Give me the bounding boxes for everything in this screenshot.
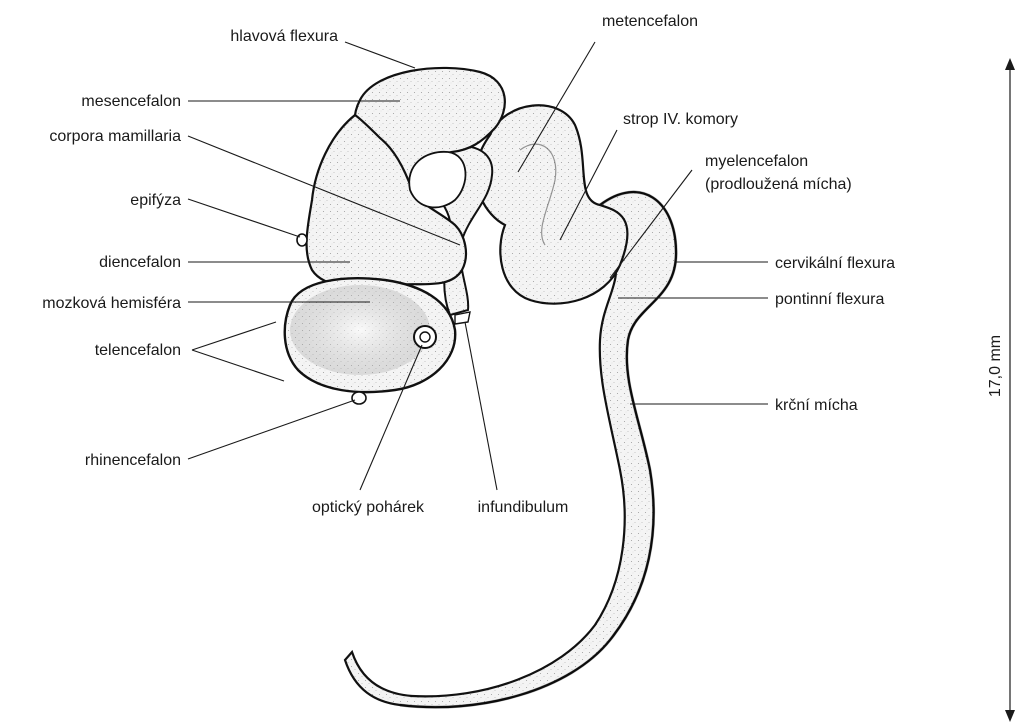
label-diencefalon: diencefalon bbox=[99, 254, 181, 271]
label-infundibulum: infundibulum bbox=[478, 499, 569, 516]
label-myelencefalon-sub: (prodloužená mícha) bbox=[705, 176, 852, 193]
label-telencefalon: telencefalon bbox=[95, 342, 181, 359]
brain-drawing bbox=[285, 68, 676, 707]
label-opticky-poharek: optický pohárek bbox=[312, 499, 425, 516]
label-strop-iv-komory: strop IV. komory bbox=[623, 111, 738, 128]
label-mozkova-hemisfera: mozková hemisféra bbox=[42, 295, 181, 312]
label-cervikalni-flexura: cervikální flexura bbox=[775, 255, 895, 272]
epiphysis-shape bbox=[297, 234, 307, 246]
rhinencephalon-shape bbox=[352, 392, 366, 404]
scale-bar: 17,0 mm bbox=[987, 58, 1015, 722]
label-pontinni-flexura: pontinní flexura bbox=[775, 291, 885, 308]
label-mesencefalon: mesencefalon bbox=[81, 93, 181, 110]
label-krcni-micha: krční mícha bbox=[775, 397, 858, 414]
scale-bar-label: 17,0 mm bbox=[987, 335, 1004, 397]
label-rhinencefalon: rhinencefalon bbox=[85, 452, 181, 469]
label-myelencefalon: myelencefalon bbox=[705, 153, 808, 170]
label-hlavova-flexura: hlavová flexura bbox=[230, 28, 338, 45]
label-metencefalon: metencefalon bbox=[602, 13, 698, 30]
label-corpora-mamillaria: corpora mamillaria bbox=[49, 128, 181, 145]
label-epifyza: epifýza bbox=[130, 192, 181, 209]
